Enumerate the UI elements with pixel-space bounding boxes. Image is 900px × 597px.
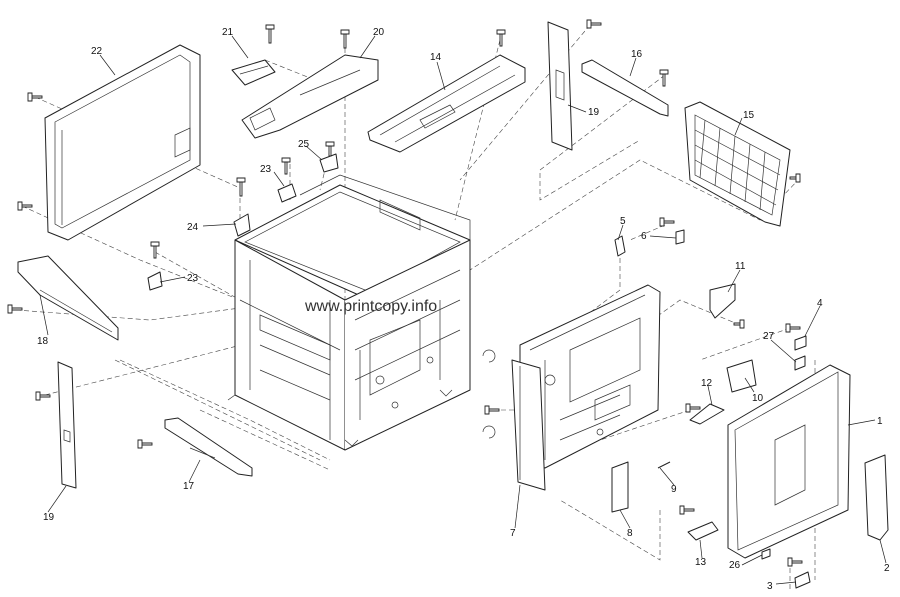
callout-25: 25: [298, 139, 310, 150]
callout-17: 17: [183, 481, 195, 492]
screw-icon: [789, 173, 801, 183]
screw-icon: [150, 241, 160, 259]
callout-11: 11: [735, 261, 746, 272]
part-5-clip: [614, 235, 626, 257]
callout-1: 1: [877, 416, 883, 427]
screw-icon: [137, 439, 153, 449]
callout-10: 10: [752, 393, 764, 404]
callout-23-top: 23: [260, 164, 272, 175]
part-18-bracket: [17, 255, 119, 341]
callout-27: 27: [763, 331, 775, 342]
screw-icon: [586, 19, 602, 29]
screw-icon: [265, 24, 275, 44]
screw-icon: [325, 141, 335, 157]
watermark-text: www.printcopy.info: [304, 298, 437, 315]
part-22-left-cover: [44, 44, 201, 241]
leader-lines: [39, 35, 887, 585]
screw-icon: [27, 92, 43, 102]
screw-icon: [281, 157, 291, 175]
callout-2: 2: [884, 563, 890, 574]
screw-icon: [733, 319, 745, 329]
screw-icon: [236, 177, 246, 197]
screw-icon: [7, 304, 23, 314]
part-13-bracket: [687, 521, 719, 541]
callout-6: 6: [641, 231, 647, 242]
part-3-bracket: [794, 571, 811, 589]
callout-9: 9: [671, 484, 677, 495]
screw-icon: [496, 29, 506, 47]
screw-icon: [35, 391, 51, 401]
callout-12: 12: [701, 378, 713, 389]
callout-16: 16: [631, 49, 643, 60]
part-21-bracket: [231, 59, 276, 86]
screw-icon: [787, 557, 803, 567]
screw-icon: [785, 323, 801, 333]
screw-icon: [679, 505, 695, 515]
callout-21: 21: [222, 27, 234, 38]
e-ring-clips: [482, 349, 496, 439]
part-7-side-cover: [511, 359, 546, 491]
callout-24: 24: [187, 222, 199, 233]
part-1-front-door: [727, 364, 851, 559]
part-25-bracket: [319, 153, 339, 173]
callout-13: 13: [695, 557, 707, 568]
part-17-rail: [164, 417, 253, 477]
right-unit-assembly: [519, 284, 661, 469]
part-23-bracket-top: [277, 183, 297, 203]
screw-icon: [659, 69, 669, 87]
part-14-top-tray: [367, 54, 526, 153]
part-24-bracket: [233, 213, 251, 237]
callout-14: 14: [430, 52, 442, 63]
callout-3: 3: [767, 581, 773, 592]
part-27-plate: [794, 355, 806, 371]
callout-18: 18: [37, 336, 49, 347]
part-11-bracket: [709, 283, 736, 319]
callout-labels: 1 2 3 4 5 6 7 8 9 10 11 12 13 14 15 16 1…: [37, 27, 890, 592]
part-15-grille: [684, 101, 791, 227]
screw-icon: [685, 403, 701, 413]
part-12-bracket: [689, 403, 725, 425]
callout-19-top: 19: [588, 107, 600, 118]
screw-icon: [340, 29, 350, 49]
part-19-top-bar: [547, 21, 573, 151]
small-parts: [147, 153, 811, 589]
callout-5: 5: [620, 216, 626, 227]
part-19-left-bracket: [57, 361, 77, 489]
part-20-bracket: [241, 54, 379, 139]
part-16-rail: [581, 59, 669, 117]
callout-7: 7: [510, 528, 516, 539]
callout-8: 8: [627, 528, 633, 539]
part-4-bracket: [794, 335, 807, 351]
callout-23-left: 23: [187, 273, 199, 284]
part-9-pin: [657, 461, 671, 469]
part-10-plate: [726, 359, 757, 393]
screw-icon: [484, 405, 500, 415]
part-6-clip: [675, 229, 685, 245]
callout-19-left: 19: [43, 512, 55, 523]
screw-icon: [659, 217, 675, 227]
callout-20: 20: [373, 27, 385, 38]
part-26-plate: [761, 548, 771, 560]
screw-icons: [7, 19, 803, 567]
callout-22: 22: [91, 46, 103, 57]
callout-4: 4: [817, 298, 823, 309]
callout-15: 15: [743, 110, 755, 121]
part-23-bracket-left: [147, 271, 163, 291]
part-2-side-panel: [864, 454, 889, 541]
main-frame-assembly: [227, 174, 471, 451]
screw-icon: [17, 201, 33, 211]
callout-26: 26: [729, 560, 741, 571]
part-8-plate: [611, 461, 629, 513]
